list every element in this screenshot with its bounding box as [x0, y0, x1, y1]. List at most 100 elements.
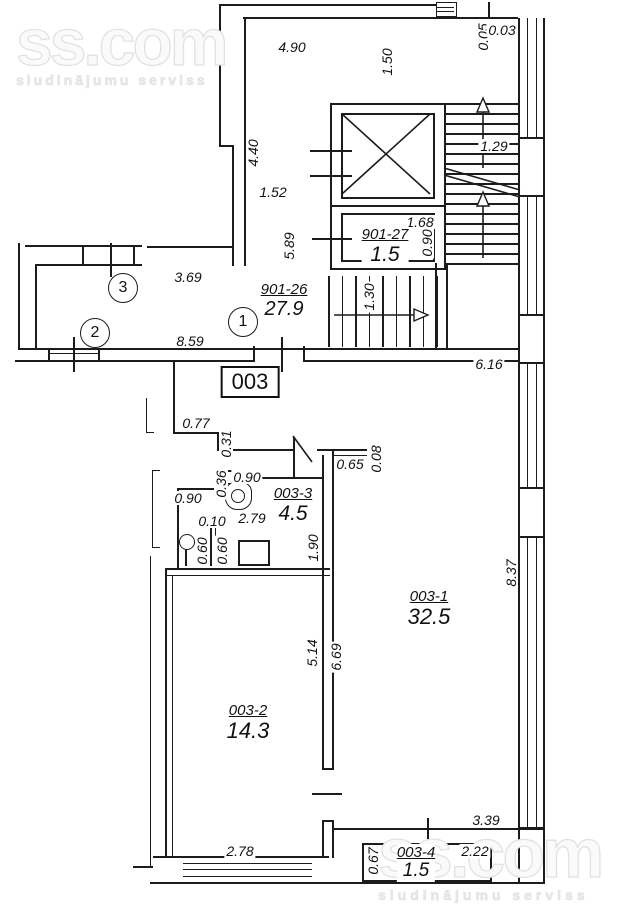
wall-segment [310, 150, 352, 152]
wall-segment [518, 827, 545, 829]
wall-segment [260, 477, 322, 479]
stair-tread [446, 263, 518, 265]
axis-marker-1: 1 [228, 307, 258, 337]
wall-segment [146, 432, 154, 433]
stair-tread [446, 183, 518, 185]
dimension-label: 8.37 [503, 557, 519, 589]
wall-segment [437, 11, 454, 12]
wall-segment [518, 18, 520, 882]
axis-marker-3: 3 [108, 273, 138, 303]
room-code: 003-4 [396, 844, 436, 862]
elevator-x [341, 113, 431, 195]
wall-segment [253, 346, 255, 362]
room-area: 4.5 [273, 502, 313, 526]
wall-segment [152, 470, 160, 471]
wall-segment [82, 245, 84, 266]
stair-tread [446, 153, 518, 155]
wall-segment [183, 876, 312, 877]
wall-segment [18, 348, 518, 350]
wall-segment [518, 314, 545, 316]
room-code: 901-26 [260, 281, 308, 299]
stair-tread [446, 233, 518, 235]
dimension-label: 5.14 [304, 637, 320, 669]
wall-segment [536, 363, 537, 488]
wall-segment [333, 449, 367, 451]
room-area: 1.5 [361, 243, 409, 267]
stair-tread [436, 276, 438, 347]
room-code: 901-27 [361, 226, 409, 244]
wall-segment [173, 360, 175, 434]
wall-segment [35, 264, 37, 350]
arrowhead [475, 96, 491, 113]
wall-segment [518, 195, 545, 197]
wall-segment [173, 432, 219, 434]
stair-break-line [443, 167, 521, 191]
dimension-label: 1.52 [257, 184, 289, 200]
wall-segment [48, 348, 50, 362]
wall-segment [219, 4, 221, 147]
stair-tread [446, 223, 518, 225]
door-swing-tick [292, 435, 313, 463]
wall-segment [518, 362, 545, 364]
room-area: 14.3 [226, 718, 270, 744]
wall-segment [527, 537, 528, 828]
room-area: 1.5 [396, 860, 436, 883]
wall-segment [322, 768, 334, 770]
wall-segment [172, 575, 173, 858]
dimension-label: 0.65 [334, 456, 366, 472]
wall-segment [427, 818, 429, 850]
wall-segment [446, 263, 448, 348]
stair-tread [446, 113, 518, 115]
wall-segment [147, 246, 233, 248]
stove-icon [238, 540, 270, 566]
dimension-label: 3.69 [172, 269, 204, 285]
dimension-label: 0.03 [486, 22, 518, 38]
wall-segment [527, 363, 528, 488]
dimension-label: 0.67 [365, 845, 381, 877]
wall-segment [322, 820, 334, 822]
wall-segment [317, 449, 334, 451]
dimension-label: 2.79 [236, 510, 268, 526]
dimension-label: 2.22 [459, 843, 491, 859]
sink-icon [179, 534, 195, 550]
dimension-label: 0.60 [194, 535, 210, 567]
wall-segment [133, 866, 153, 868]
stair-tread [446, 163, 518, 165]
sink-stem [185, 548, 187, 566]
wall-segment [518, 487, 545, 489]
stair-tread [328, 276, 330, 347]
dimension-label: 2.78 [224, 843, 256, 859]
stair-tread [446, 173, 518, 175]
wall-segment [165, 575, 330, 576]
wall-segment [281, 337, 283, 372]
wall-segment [133, 245, 135, 266]
dimension-label: 0.36 [213, 468, 229, 500]
stair-tread [382, 276, 384, 347]
wall-segment [518, 137, 545, 139]
dimension-label: 5.89 [281, 230, 297, 262]
wall-segment [152, 470, 153, 548]
dimension-label: 4.90 [276, 39, 308, 55]
room-code: 003-1 [407, 588, 451, 606]
wall-segment [488, 2, 490, 18]
wall-segment [177, 488, 179, 570]
wall-segment [518, 536, 545, 538]
wall-segment [436, 2, 457, 17]
wall-segment [217, 432, 219, 451]
wall-segment [322, 455, 324, 768]
wall-segment [332, 822, 334, 858]
wall-segment [183, 869, 312, 870]
stair-tread [446, 253, 518, 255]
stair-tread [422, 276, 424, 347]
dimension-label: 1.68 [404, 214, 436, 230]
dimension-label: 8.59 [174, 333, 206, 349]
wall-segment [177, 488, 220, 490]
wall-segment [110, 243, 112, 277]
stair-tread [446, 213, 518, 215]
unit-number-box: 003 [220, 366, 280, 398]
wall-segment [527, 18, 528, 138]
dimension-label: 1.50 [379, 46, 395, 78]
